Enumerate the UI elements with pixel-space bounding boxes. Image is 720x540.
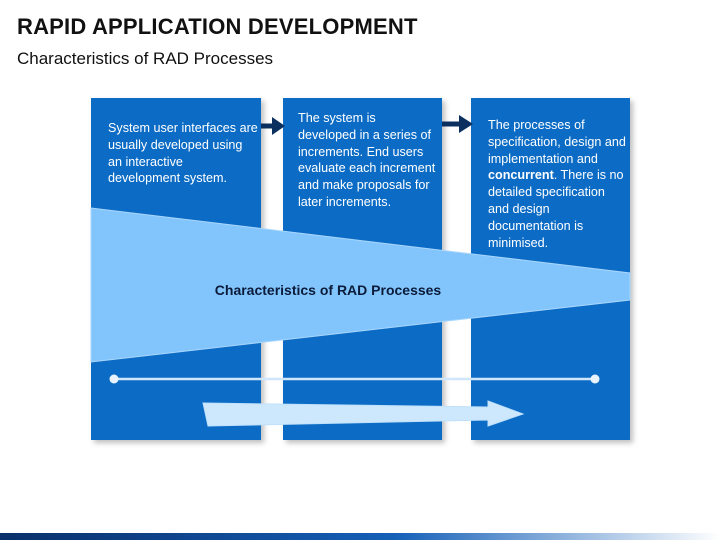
slide-subtitle: Characteristics of RAD Processes: [17, 49, 274, 68]
stage-2-text: The system is developed in a series of i…: [298, 111, 436, 209]
center-label: Characteristics of RAD Processes: [214, 282, 442, 298]
footer-bar: [0, 533, 720, 540]
arrow-right-icon: [261, 117, 285, 135]
arrow-right-icon: [442, 115, 473, 133]
stage-3-text: The processes of specification, design a…: [488, 117, 628, 251]
stage-3-text-part1: The processes of specification, design a…: [488, 118, 626, 166]
stage-3-text-bold: concurrent: [488, 168, 554, 183]
stage-1-text: System user interfaces are usually devel…: [108, 121, 258, 186]
slide-title: RAPID APPLICATION DEVELOPMENT: [17, 14, 418, 39]
